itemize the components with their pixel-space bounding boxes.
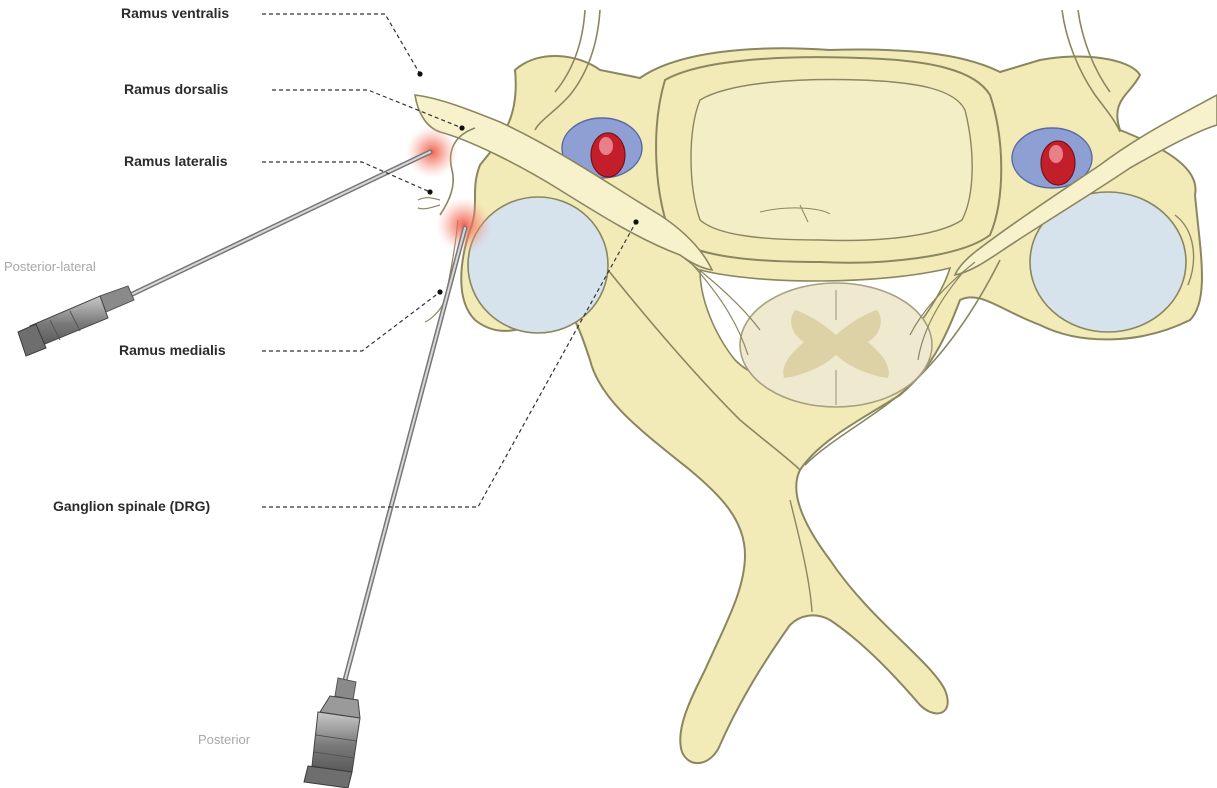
leader-ramus-medialis <box>262 292 440 351</box>
leader-ramus-ventralis <box>262 14 420 74</box>
artery-highlight-right <box>1049 145 1063 163</box>
needle-posterior-lateral <box>18 152 430 356</box>
label-posterior-lateral: Posterior-lateral <box>4 259 96 274</box>
ramus-lateralis-branch <box>418 198 440 209</box>
label-ramus-ventralis: Ramus ventralis <box>121 5 229 21</box>
lesion-glow-medial <box>436 197 492 253</box>
label-ramus-medialis: Ramus medialis <box>119 342 226 358</box>
intervertebral-disc <box>691 80 972 241</box>
label-ramus-lateralis: Ramus lateralis <box>124 153 228 169</box>
label-ramus-dorsalis: Ramus dorsalis <box>124 81 228 97</box>
artery-highlight-left <box>599 137 613 155</box>
label-posterior: Posterior <box>198 732 250 747</box>
needle-posterior <box>304 228 465 788</box>
label-ganglion-spinale: Ganglion spinale (DRG) <box>53 498 210 514</box>
